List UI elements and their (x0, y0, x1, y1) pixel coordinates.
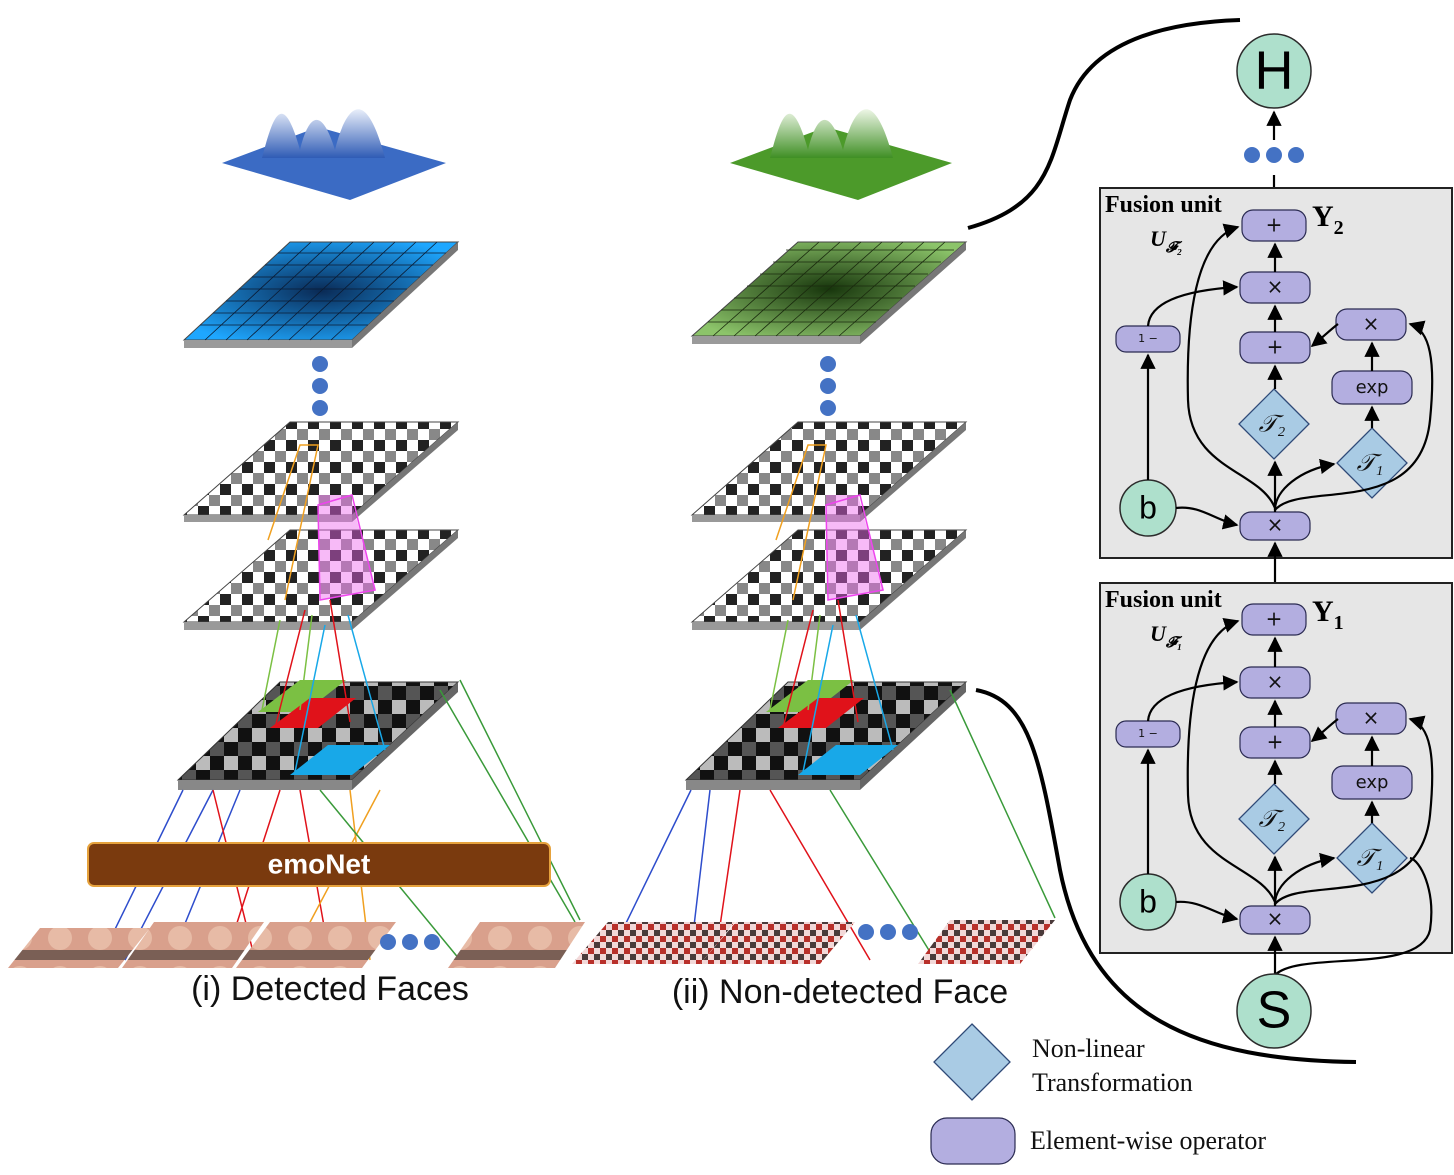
svg-text:+: + (1266, 213, 1283, 237)
top-connector-curve (967, 18, 1241, 230)
non-detected-column: (ii) Non-detected Face (572, 109, 1056, 1011)
detected-feature-layer (182, 421, 460, 522)
multiply-operator (1335, 702, 1407, 735)
legend-diamond-swatch (933, 1023, 1011, 1101)
detected-ellipsis-dot (312, 400, 328, 416)
fusion-ellipsis-dot (1244, 147, 1260, 163)
add-operator (1241, 209, 1307, 242)
transform-t2-diamond (1238, 388, 1310, 460)
legend-diamond-line2: Transformation (1032, 1068, 1193, 1097)
svg-text:exp: exp (1356, 772, 1389, 793)
svg-text:exp: exp (1356, 377, 1389, 398)
svg-text:×: × (1267, 907, 1284, 931)
non-detected-base-layer (684, 680, 968, 790)
add-operator (1241, 603, 1307, 636)
non-detected-ellipsis-dot (820, 378, 836, 394)
non-detected-output-grid (690, 241, 968, 344)
fusion-unit-title: Fusion unit (1105, 192, 1222, 218)
fusion-panel: H Fusion unit U𝓕₂ Y2 + × + × exp 1 − × (1099, 33, 1453, 1049)
svg-text:×: × (1267, 670, 1284, 694)
svg-text:×: × (1363, 312, 1380, 336)
fusion-ellipsis-dot (1266, 147, 1282, 163)
output-node-h (1236, 33, 1312, 109)
non-detected-connections (607, 444, 1056, 961)
legend: Non-linear Transformation Element-wise o… (930, 1023, 1266, 1165)
svg-text:+: + (1267, 335, 1284, 359)
detected-column: emoNet (i) Detected Faces (8, 109, 585, 1008)
bottom-connector-curve (975, 688, 1357, 1064)
transform-t1-diamond (1336, 427, 1408, 499)
fusion-unit-title: Fusion unit (1105, 587, 1222, 613)
detected-ellipsis-dot (312, 378, 328, 394)
detected-surface-plot (222, 109, 446, 200)
legend-operator-label: Element-wise operator (1030, 1126, 1266, 1155)
svg-text:+: + (1267, 730, 1284, 754)
emonet-backbone: emoNet (87, 842, 551, 887)
transform-t2-label: 𝒯₂ (1259, 807, 1286, 833)
detected-base-layer (176, 680, 460, 790)
svg-text:×: × (1267, 513, 1284, 537)
detected-output-grid (182, 241, 460, 348)
detected-face-images (8, 922, 585, 968)
fusion-unit-output: Y2 (1312, 200, 1344, 239)
transform-t1-label: 𝒯₁ (1357, 451, 1384, 477)
svg-text:1 −: 1 − (1138, 332, 1158, 345)
transform-t1-label: 𝒯₁ (1357, 846, 1384, 872)
fusion-unit-output: Y1 (1312, 595, 1344, 634)
non-detected-crowd-images (572, 920, 1055, 964)
non-detected-caption: (ii) Non-detected Face (672, 973, 1008, 1011)
input-node-label: S (1257, 982, 1292, 1040)
non-detected-surface-plot (730, 109, 952, 200)
output-node-label: H (1255, 40, 1294, 100)
detected-ellipsis-dot (312, 356, 328, 372)
backbone-label: emoNet (268, 848, 371, 879)
non-detected-ellipsis-dot (820, 400, 836, 416)
fusion-unit-name: U𝓕₁ (1150, 621, 1183, 651)
svg-text:b: b (1139, 489, 1157, 525)
transform-t2-label: 𝒯₂ (1259, 412, 1286, 438)
non-detected-ellipsis-dot (820, 356, 836, 372)
svg-text:×: × (1267, 275, 1284, 299)
input-node-s (1236, 973, 1312, 1049)
fusion-unit-2: Fusion unit U𝓕₂ Y2 + × + × exp 1 − × 𝒯₂ … (1099, 187, 1453, 559)
detected-caption: (i) Detected Faces (191, 970, 469, 1008)
svg-text:×: × (1363, 706, 1380, 730)
legend-diamond-line1: Non-linear (1032, 1034, 1145, 1063)
fusion-unit-name: U𝓕₂ (1150, 226, 1183, 256)
svg-text:1 −: 1 − (1138, 727, 1158, 740)
detected-feature-layer (182, 495, 460, 630)
svg-text:b: b (1139, 883, 1157, 919)
non-detected-feature-layer (690, 421, 968, 522)
legend-operator-swatch (930, 1117, 1016, 1165)
svg-text:+: + (1266, 607, 1283, 631)
fusion-ellipsis-dot (1288, 147, 1304, 163)
fusion-unit-1: Fusion unit U𝓕₁ Y1 + × + × exp 1 − × 𝒯₂ … (1099, 582, 1453, 954)
transform-t2-diamond (1238, 783, 1310, 855)
